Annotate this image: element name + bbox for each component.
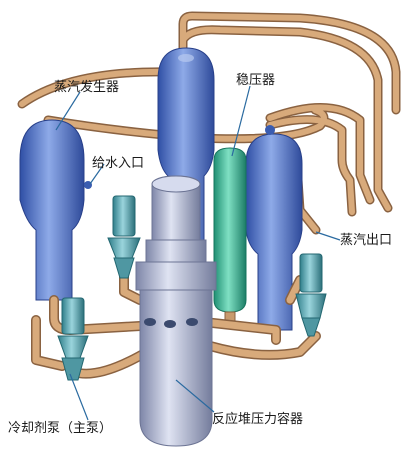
label-pressurizer: 稳压器 bbox=[236, 73, 276, 88]
label-coolant-pump: 冷却剂泵（主泵） bbox=[8, 421, 113, 436]
label-reactor-vessel: 反应堆压力容器 bbox=[212, 412, 304, 427]
label-feedwater-inlet: 给水入口 bbox=[92, 156, 145, 171]
coolant-pump-left-front bbox=[57, 297, 89, 381]
leader-lines bbox=[55, 85, 341, 421]
coolant-pump-left-rear bbox=[107, 195, 141, 279]
label-steam-generator: 蒸汽发生器 bbox=[54, 80, 120, 95]
leader-reactor-vessel bbox=[175, 379, 215, 413]
steam-generator-left bbox=[19, 119, 92, 301]
leader-pressurizer bbox=[231, 85, 251, 157]
steam-generator-right bbox=[245, 125, 303, 331]
coolant-pump-right bbox=[295, 253, 327, 337]
leader-coolant-pump bbox=[69, 373, 89, 421]
reactor-pressure-vessel bbox=[135, 175, 217, 447]
leader-steam-outlet bbox=[315, 231, 341, 241]
leader-feedwater bbox=[89, 163, 105, 185]
label-steam-outlet: 蒸汽出口 bbox=[340, 233, 393, 248]
leader-steam-generator bbox=[55, 91, 81, 131]
pressurizer-vessel bbox=[213, 147, 247, 329]
